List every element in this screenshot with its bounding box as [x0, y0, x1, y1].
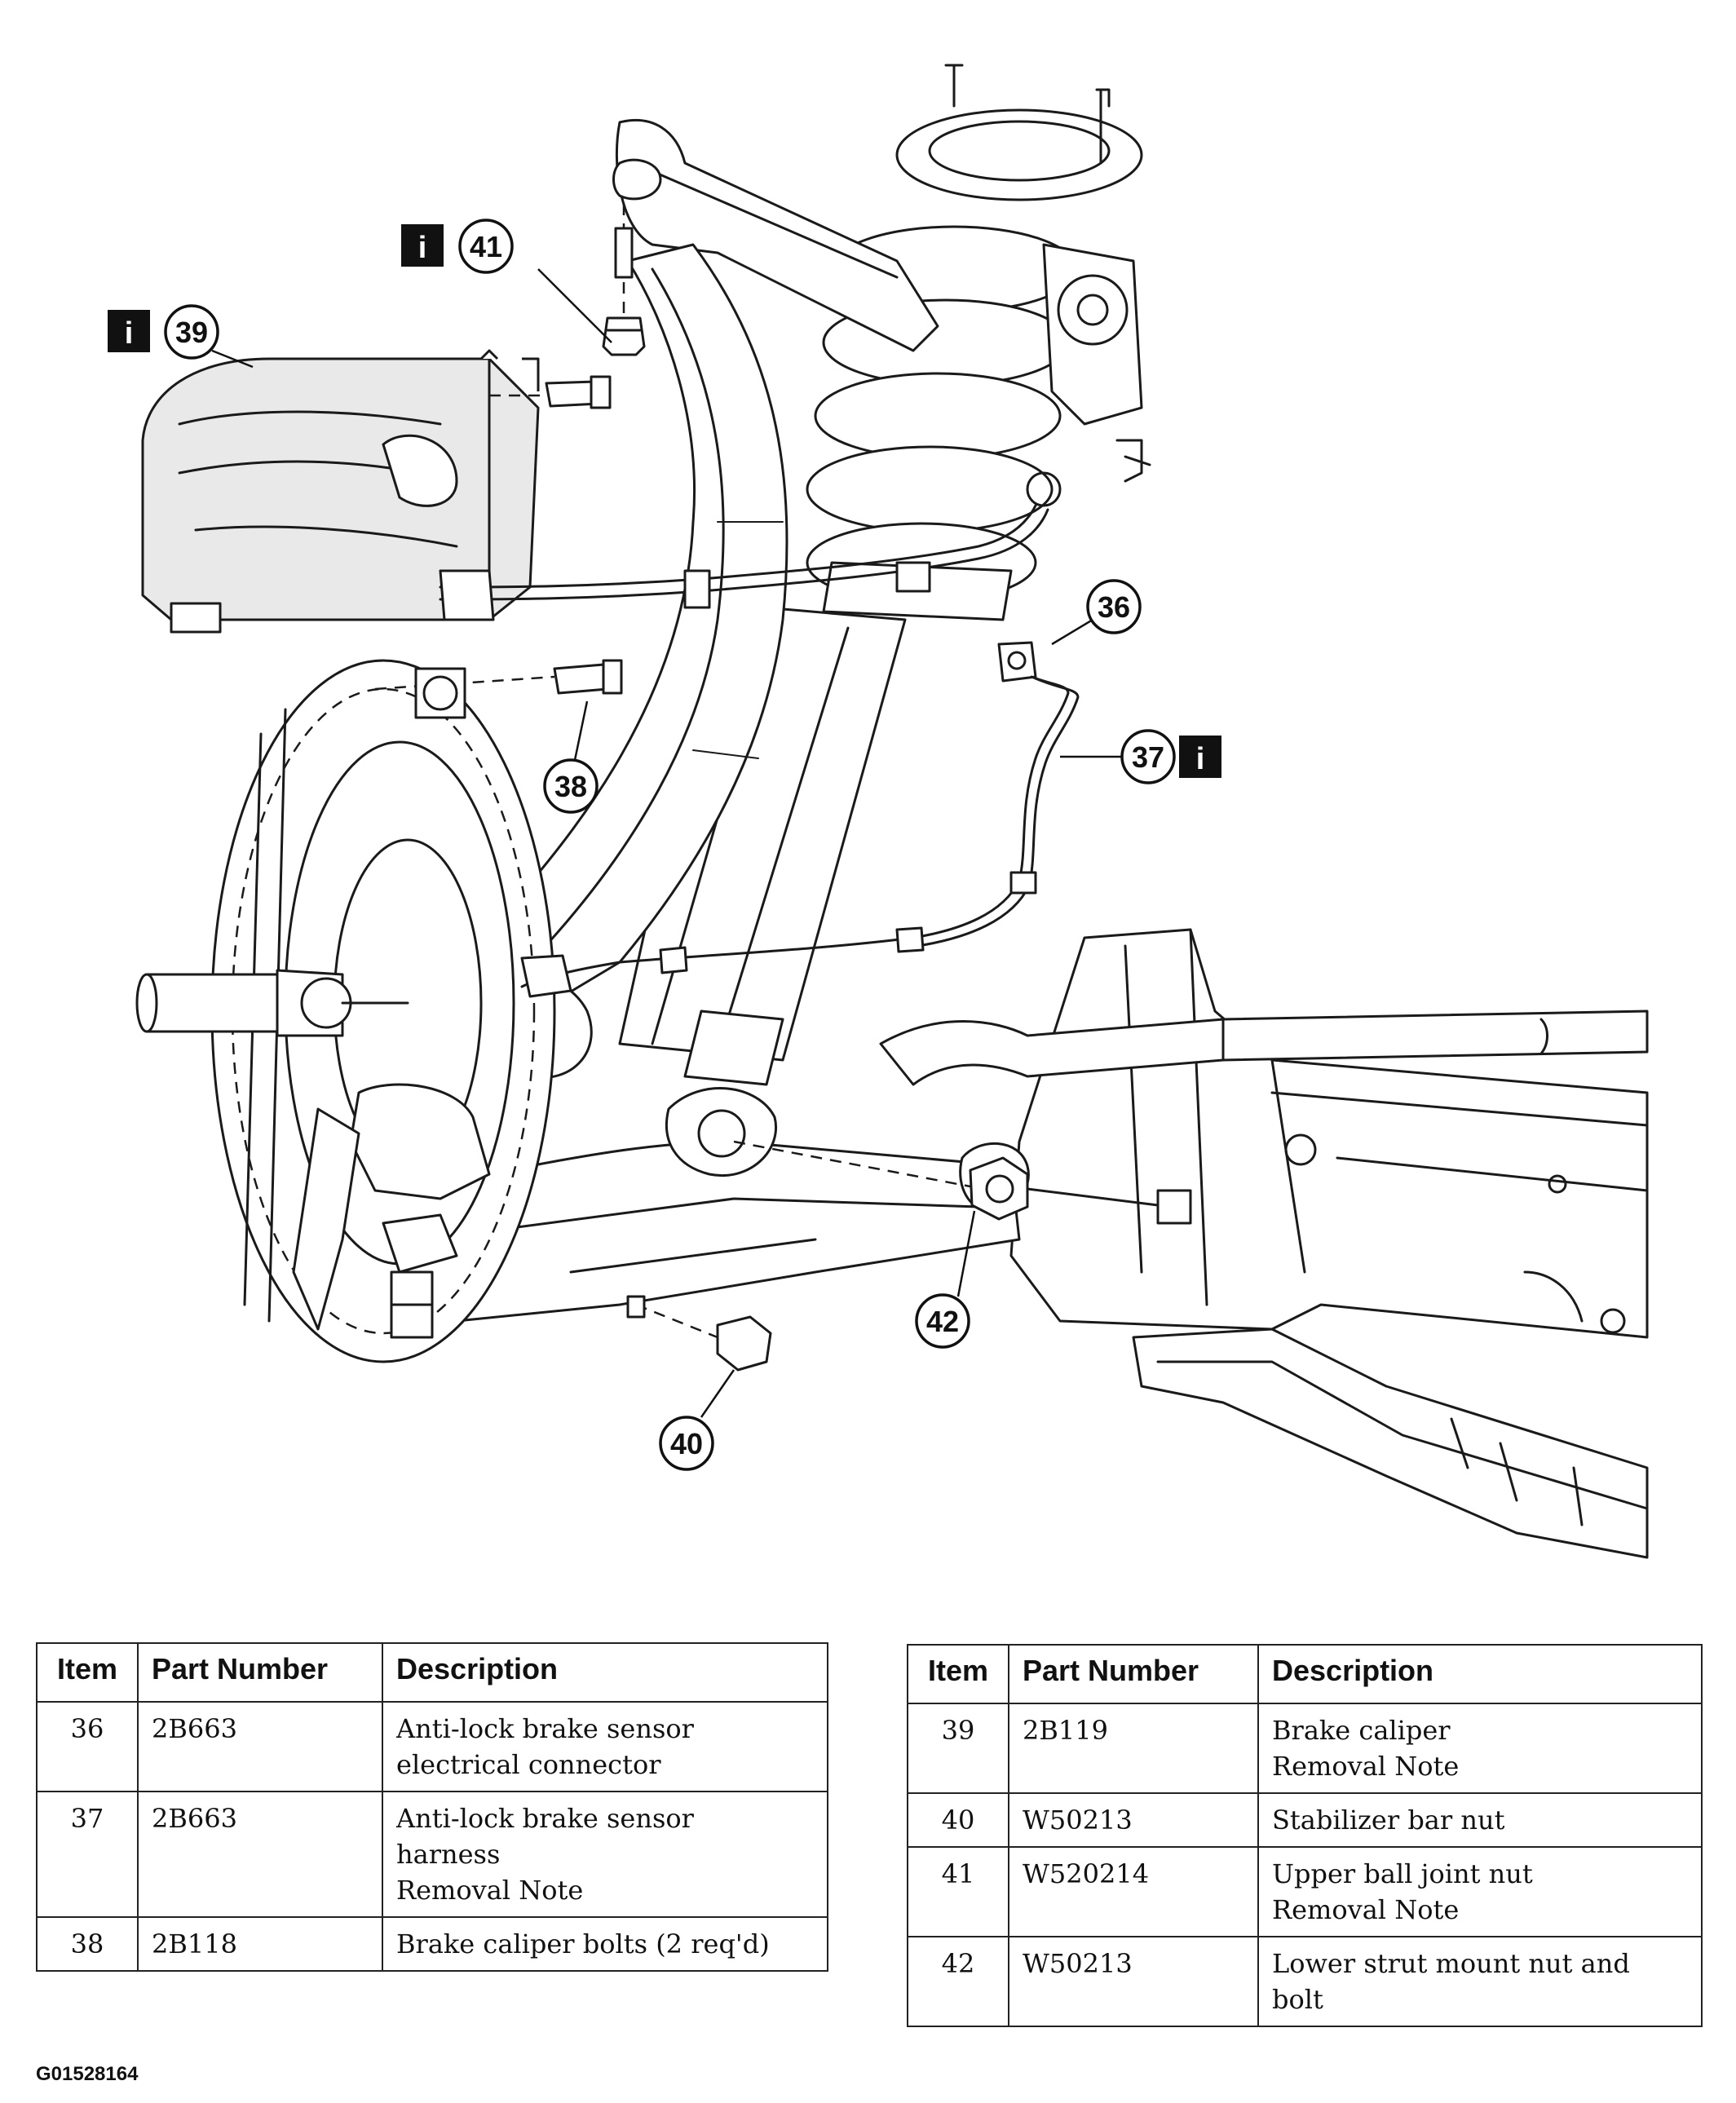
description-line: Stabilizer bar nut [1272, 1805, 1505, 1836]
cell-description: Anti-lock brake sensor electrical connect… [382, 1701, 828, 1792]
info-icon [401, 224, 444, 267]
abs-sensor-harness [520, 641, 1080, 998]
upper-ball-joint-nut [602, 204, 646, 356]
svg-text:36: 36 [1098, 590, 1130, 624]
cell-item: 42 [907, 1936, 1009, 2027]
description-line: bolt [1272, 1984, 1323, 2015]
cell-part-number: 2B118 [137, 1916, 383, 1972]
info-icon [108, 310, 150, 352]
cell-part-number: 2B663 [137, 1791, 383, 1918]
info-icon-glyph: i [125, 316, 134, 351]
header-item: Item [907, 1644, 1009, 1704]
description-line: Lower strut mount nut and [1272, 1948, 1630, 1979]
header-part-number: Part Number [1008, 1644, 1259, 1704]
svg-text:40: 40 [670, 1427, 703, 1460]
info-icon-glyph: i [1196, 742, 1205, 776]
cell-item: 40 [907, 1792, 1009, 1848]
header-item: Item [36, 1642, 139, 1703]
description-line: Upper ball joint nut [1272, 1858, 1533, 1889]
cell-item: 38 [36, 1916, 139, 1972]
description-line: Anti-lock brake sensor [396, 1803, 694, 1834]
description-line: harness [396, 1839, 501, 1870]
coil-spring [806, 64, 1151, 621]
cell-item: 37 [36, 1791, 139, 1918]
svg-text:42: 42 [926, 1305, 959, 1338]
table-header-row: Item Part Number Description [907, 1644, 1703, 1704]
brake-hose [439, 504, 1049, 621]
callout-37: 37 i [1060, 729, 1221, 784]
header-part-number: Part Number [137, 1642, 383, 1703]
svg-text:38: 38 [554, 770, 587, 803]
figure-id: G01528164 [36, 2063, 139, 2085]
frame-rail [1132, 1328, 1649, 1559]
description-line: Removal Note [396, 1875, 584, 1906]
cell-description: Stabilizer bar nut [1257, 1792, 1703, 1848]
shock-absorber [618, 602, 907, 1086]
cell-item: 36 [36, 1701, 139, 1792]
header-description: Description [382, 1642, 828, 1703]
callout-41: i 41 [401, 219, 612, 343]
cell-description: Lower strut mount nut and bolt [1257, 1936, 1703, 2027]
info-icon [1179, 736, 1221, 778]
cell-part-number: W50213 [1008, 1792, 1259, 1848]
description-line: Brake caliper bolts (2 req'd) [396, 1928, 770, 1959]
header-description: Description [1257, 1644, 1703, 1704]
callout-36: 36 [1051, 579, 1142, 646]
cell-item: 41 [907, 1846, 1009, 1937]
table-header-row: Item Part Number Description [36, 1642, 828, 1703]
cell-part-number: 2B119 [1008, 1703, 1259, 1794]
description-line: Removal Note [1272, 1751, 1460, 1782]
upper-control-arm [612, 118, 939, 352]
stabilizer-bar-nut [626, 1295, 772, 1372]
suspension-illustration: i 41 i 39 36 37 i 38 42 40 [108, 64, 1649, 1559]
description-line: Brake caliper [1272, 1715, 1451, 1746]
callout-40: 40 [659, 1369, 735, 1471]
description-line: Anti-lock brake sensor [396, 1713, 694, 1744]
info-icon-glyph: i [418, 231, 427, 265]
callout-42: 42 [915, 1210, 976, 1349]
caliper-bolt-upper [489, 375, 612, 409]
description-line: Removal Note [1272, 1894, 1460, 1925]
callout-39: i 39 [108, 304, 254, 369]
cell-description: Brake caliper bolts (2 req'd) [382, 1916, 828, 1972]
stabilizer-bar [879, 1010, 1649, 1086]
callout-38: 38 [543, 700, 599, 814]
cell-part-number: W520214 [1008, 1846, 1259, 1937]
svg-text:37: 37 [1132, 740, 1164, 774]
caliper-bolt [374, 659, 623, 719]
hub-spindle [135, 969, 491, 1339]
description-line: electrical connector [396, 1749, 661, 1780]
lower-strut-mount-nut [733, 1140, 1192, 1225]
cell-part-number: W50213 [1008, 1936, 1259, 2027]
svg-text:41: 41 [470, 230, 502, 263]
frame-crossmember [1009, 928, 1649, 1339]
cell-item: 39 [907, 1703, 1009, 1794]
cell-part-number: 2B663 [137, 1701, 383, 1792]
svg-text:39: 39 [175, 316, 208, 349]
